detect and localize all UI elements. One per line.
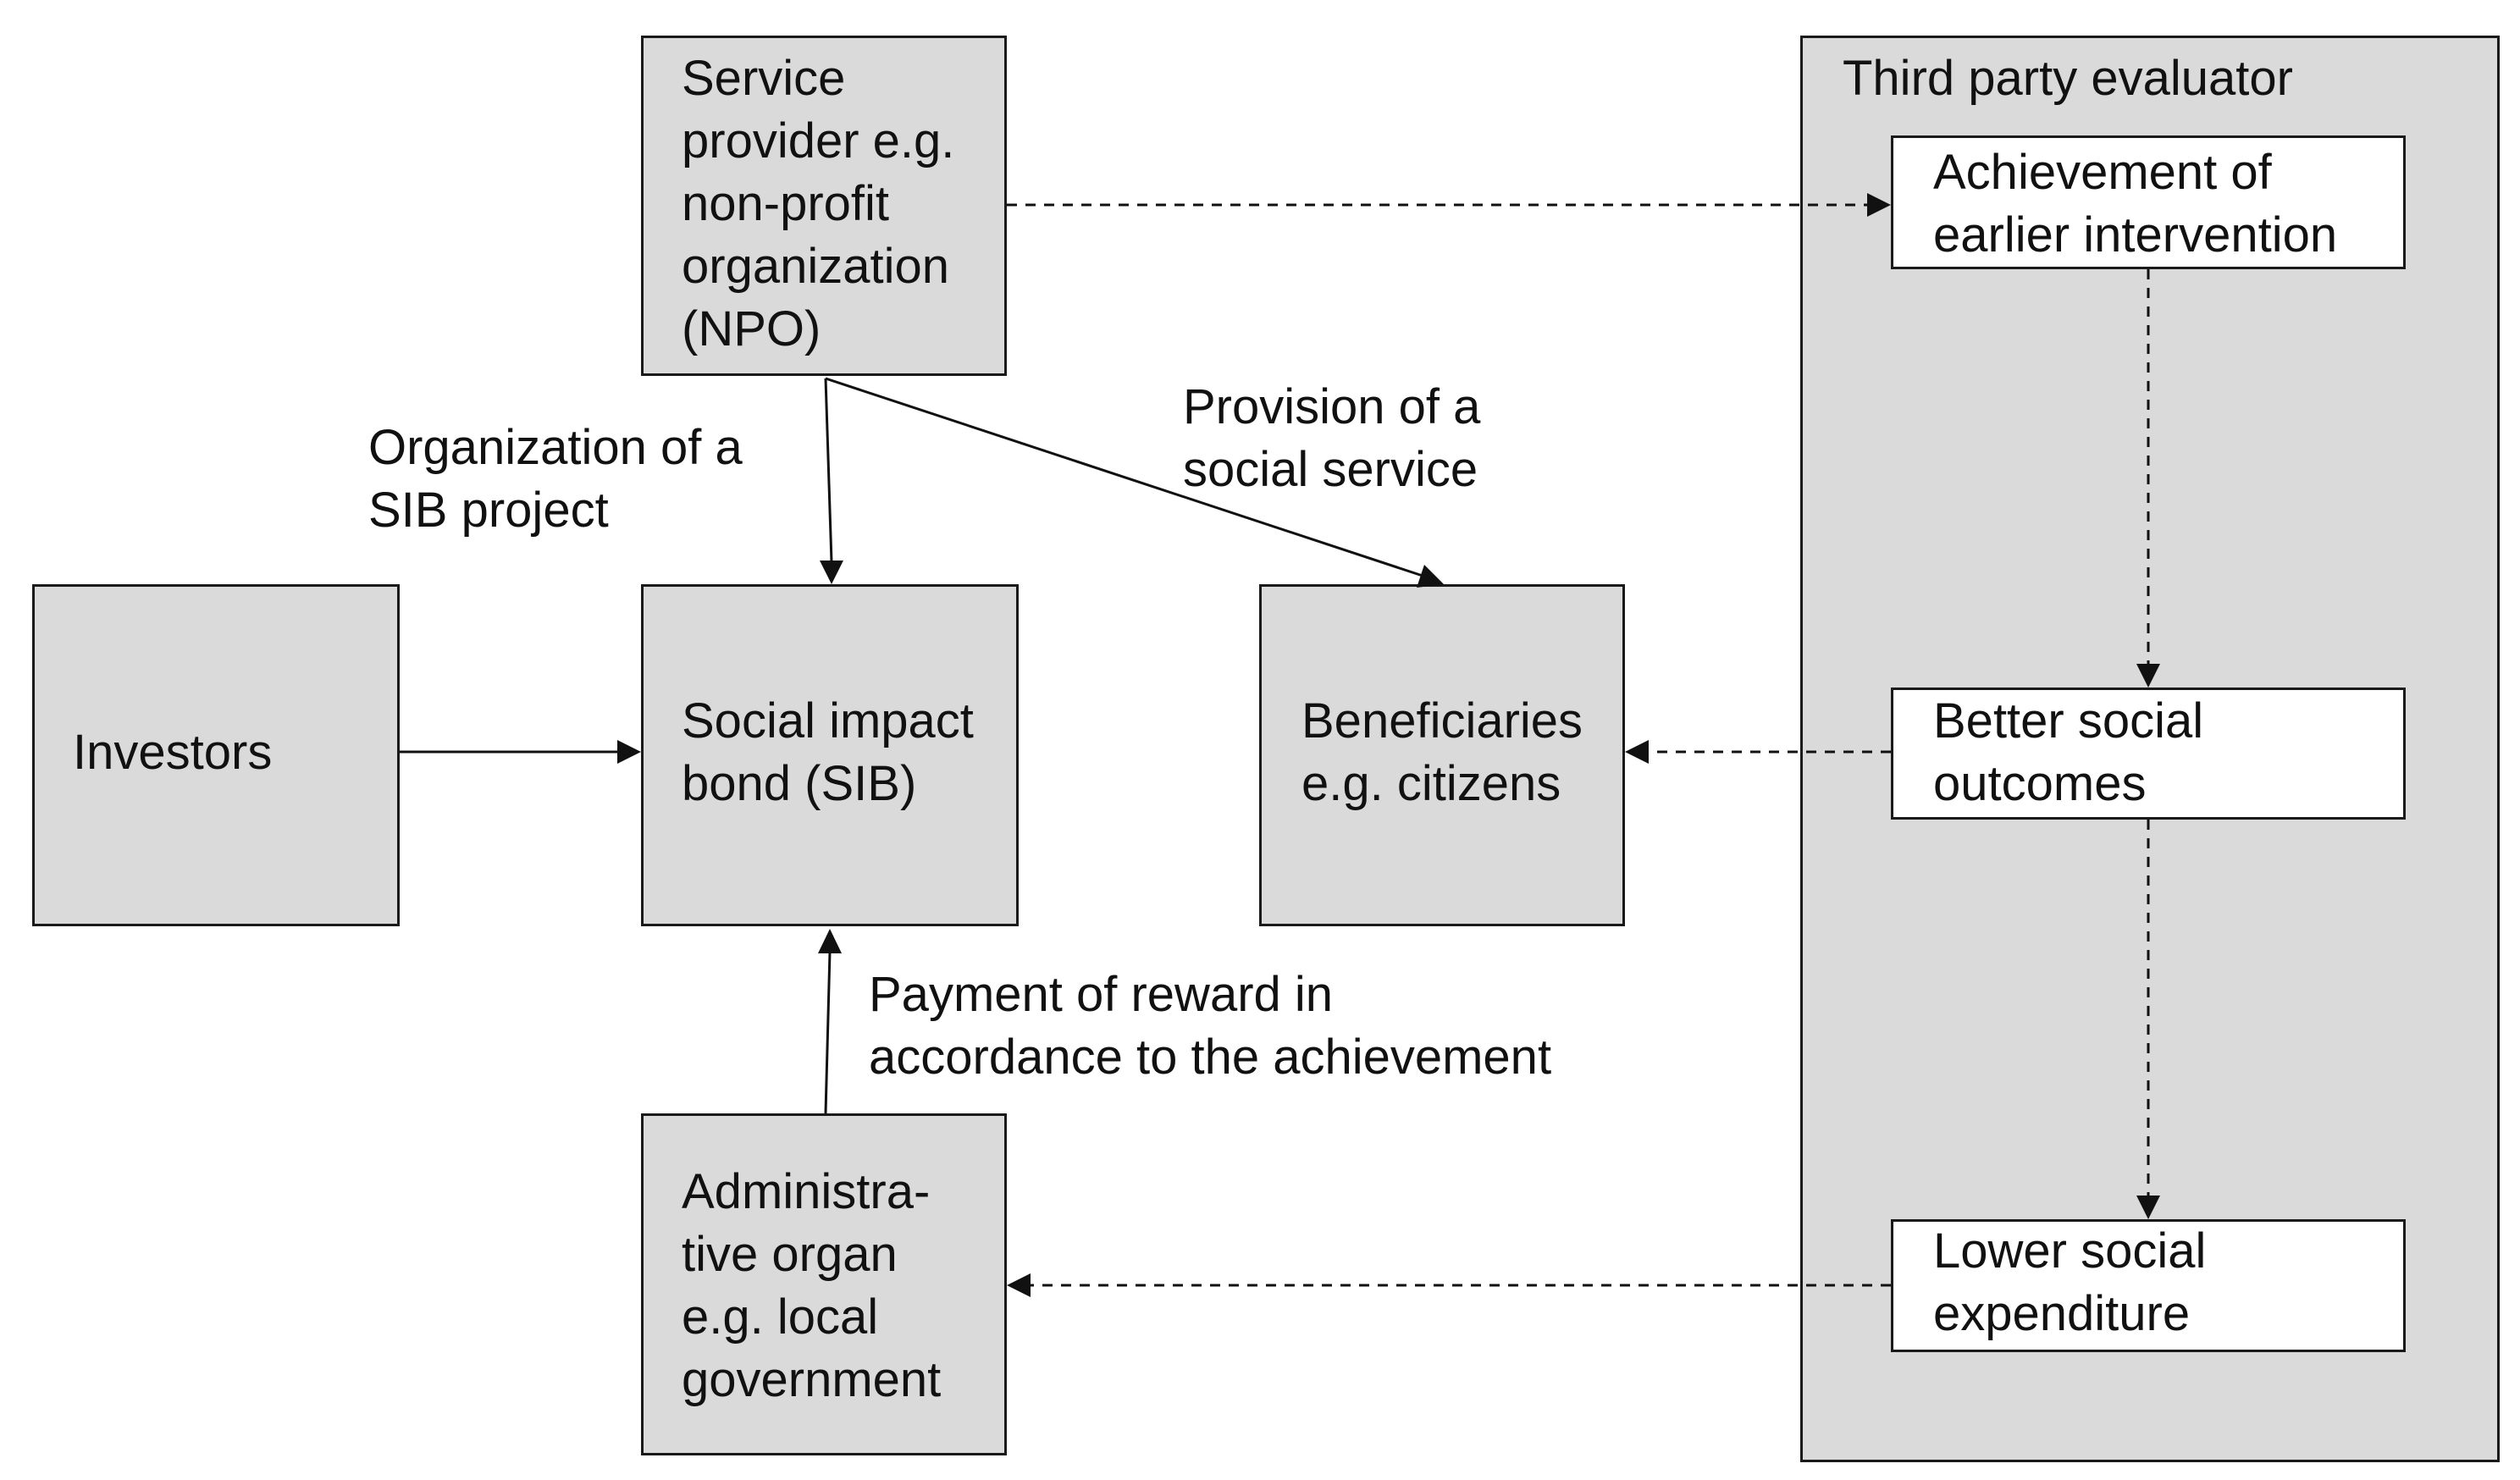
- payment-edge-label: Payment of reward in accordance to the a…: [869, 967, 1552, 1085]
- arrowhead-achievement-to-outcomes: [2136, 664, 2160, 688]
- arrow-provider-to-sib: [824, 378, 833, 563]
- better-outcomes-label: Better social outcomes: [1933, 693, 2204, 811]
- arrowhead-provider-to-sib: [820, 561, 843, 584]
- arrowhead-provider-to-beneficiaries: [1417, 565, 1444, 588]
- arrow-provider-to-beneficiaries: [825, 377, 1423, 577]
- arrowhead-outcomes-to-expenditure: [2136, 1196, 2160, 1219]
- service-provider-label: Service provider e.g. non-profit organiz…: [682, 51, 955, 356]
- arrowhead-outcomes-to-beneficiaries: [1625, 740, 1649, 764]
- sib-label: Social impact bond (SIB): [682, 693, 974, 811]
- provision-edge-label: Provision of a social service: [1183, 379, 1481, 497]
- investors-box: [32, 584, 400, 926]
- investors-label: Investors: [73, 725, 273, 780]
- arrow-admin-to-sib: [824, 951, 832, 1114]
- beneficiaries-box: [1259, 584, 1625, 926]
- administrative-organ-box: [641, 1113, 1007, 1455]
- organization-edge-label: Organization of a SIB project: [368, 420, 743, 538]
- sib-box: [641, 584, 1019, 926]
- arrowhead-admin-to-sib: [818, 929, 842, 953]
- service-provider-box: [641, 36, 1007, 376]
- lower-expenditure-box: [1891, 1219, 2406, 1352]
- third-party-evaluator-title: Third party evaluator: [1843, 51, 2293, 106]
- arrowhead-expenditure-to-admin: [1007, 1273, 1031, 1297]
- arrowhead-provider-to-achievement: [1867, 193, 1891, 217]
- beneficiaries-label: Beneficiaries e.g. citizens: [1301, 693, 1583, 811]
- achievement-box: [1891, 135, 2406, 269]
- arrowhead-investors-to-sib: [617, 740, 641, 764]
- achievement-label: Achievement of earlier intervention: [1933, 145, 2338, 262]
- lower-expenditure-label: Lower social expenditure: [1933, 1223, 2207, 1341]
- administrative-organ-label: Administra- tive organ e.g. local govern…: [682, 1164, 942, 1407]
- better-outcomes-box: [1891, 688, 2406, 820]
